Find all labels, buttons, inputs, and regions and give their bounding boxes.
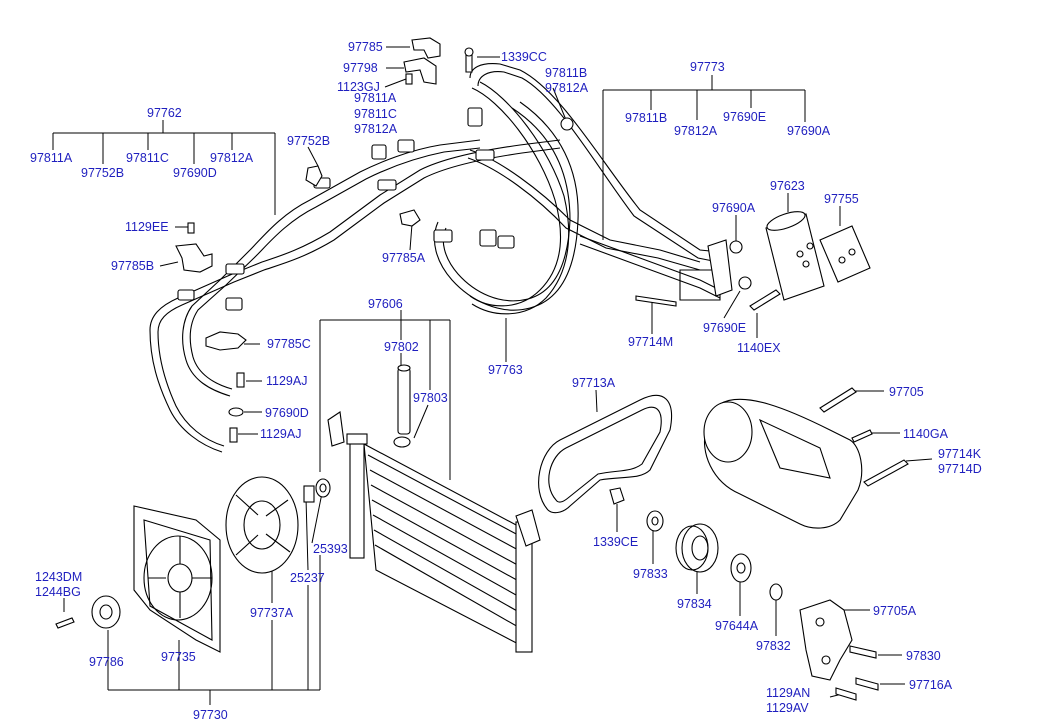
label-97785b: 97785B [111,259,154,273]
label-97811b-right: 97811B [625,111,667,125]
label-1129an: 1129AN [766,686,810,700]
label-97752b-left: 97752B [81,166,124,180]
leader-lines [52,46,933,705]
label-97644a: 97644A [715,619,759,633]
label-97812a-mid: 97812A [354,122,398,136]
label-97752b-center: 97752B [287,134,330,148]
label-97811a-mid: 97811A [354,91,397,105]
part-number-labels: 97785 97798 1123GJ 1339CC 97811B 97812A … [30,40,982,722]
label-97812a-top: 97812A [545,81,589,95]
label-97716a: 97716A [909,678,953,692]
label-97830: 97830 [906,649,941,663]
label-97690e-right: 97690E [723,110,766,124]
label-97755: 97755 [824,192,859,206]
label-1244bg: 1244BG [35,585,81,599]
label-1123gj: 1123GJ [337,80,380,94]
label-97812a-right: 97812A [674,124,718,138]
label-97705a: 97705A [873,604,917,618]
label-97785a: 97785A [382,251,426,265]
label-97785: 97785 [348,40,383,54]
label-97690d: 97690D [265,406,309,420]
label-97834: 97834 [677,597,712,611]
label-97690a-right: 97690A [787,124,831,138]
label-1339cc: 1339CC [501,50,547,64]
label-1140ga: 1140GA [903,427,949,441]
condenser [303,364,541,653]
label-97606: 97606 [368,297,403,311]
label-97623: 97623 [770,179,805,193]
label-97803: 97803 [413,391,448,405]
clips-and-bolts-top [175,37,474,443]
label-97735: 97735 [161,650,196,664]
label-97798: 97798 [343,61,378,75]
label-97737a: 97737A [250,606,294,620]
label-97714m: 97714M [628,335,673,349]
label-97690a-mid: 97690A [712,201,756,215]
label-97802: 97802 [384,340,419,354]
compressor [703,387,909,529]
label-97714d: 97714D [938,462,982,476]
drive-belt [538,394,672,514]
label-97762: 97762 [147,106,182,120]
fan-assembly [55,476,299,653]
label-97713a: 97713A [572,376,616,390]
refrigerant-hoses [149,63,721,453]
label-97763: 97763 [488,363,523,377]
label-97786: 97786 [89,655,124,669]
receiver-drier-parts [635,211,871,311]
compressor-bracket [799,599,879,701]
label-1129ee: 1129EE [125,220,169,234]
label-97714k: 97714K [938,447,982,461]
label-97690d-left: 97690D [173,166,217,180]
label-1140ex: 1140EX [737,341,781,355]
label-97811c-mid: 97811C [354,107,397,121]
label-97811b-top: 97811B [545,66,587,80]
label-1243dm: 1243DM [35,570,82,584]
label-97811c-left: 97811C [126,151,169,165]
label-97832: 97832 [756,639,791,653]
label-97773: 97773 [690,60,725,74]
label-97785c: 97785C [267,337,311,351]
label-1339ce: 1339CE [593,535,638,549]
label-97705: 97705 [889,385,924,399]
label-97690e-mid: 97690E [703,321,746,335]
label-97812a-left: 97812A [210,151,254,165]
label-97730: 97730 [193,708,228,722]
label-1129aj-b: 1129AJ [260,427,301,441]
label-1129av: 1129AV [766,701,809,715]
label-97833: 97833 [633,567,668,581]
clutch-parts [609,487,783,601]
label-1129aj-a: 1129AJ [266,374,307,388]
label-25237: 25237 [290,571,325,585]
label-97811a-left: 97811A [30,151,73,165]
label-25393: 25393 [313,542,348,556]
